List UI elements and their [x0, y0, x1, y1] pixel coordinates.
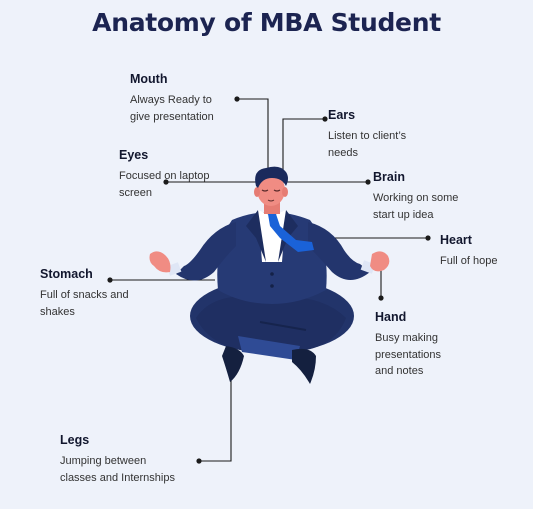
eyes-title: Eyes: [119, 148, 149, 162]
brain-desc-line2: start up idea: [373, 208, 434, 221]
legs-desc-line2: classes and Internships: [60, 471, 175, 484]
mouth-desc-line1: Always Ready to: [130, 94, 212, 106]
stomach-desc-line1: Full of snacks and: [40, 289, 129, 301]
eyes-desc-line2: screen: [119, 186, 153, 199]
ears-title: Ears: [328, 108, 356, 122]
brain-desc-line1: Working on some: [373, 192, 459, 204]
hand-desc-line3: and notes: [375, 365, 424, 377]
label-stomach: Stomach Full of snacks and shakes: [40, 267, 129, 320]
label-mouth: Mouth Always Ready to give presentation: [130, 72, 214, 125]
legs-title: Legs: [60, 433, 90, 447]
ears-desc-line2: needs: [328, 146, 358, 159]
shoes: [222, 346, 316, 384]
legs: [190, 279, 354, 360]
stomach-title: Stomach: [40, 267, 93, 281]
mouth-leader: [237, 98, 269, 196]
eyes-desc-line1: Focused on laptop: [119, 170, 210, 182]
hand-desc-line2: presentations: [375, 348, 442, 361]
leader-dots: [107, 96, 431, 464]
legs-desc-line1: Jumping between: [60, 455, 147, 467]
mouth-title: Mouth: [130, 72, 168, 86]
arms: [166, 222, 376, 281]
hand-title: Hand: [375, 310, 407, 324]
label-hand: Hand Busy making presentations and notes: [375, 310, 441, 380]
ears-leader: [282, 118, 325, 194]
heart-title: Heart: [440, 233, 472, 247]
label-legs: Legs Jumping between classes and Interns…: [60, 433, 175, 486]
mouth-desc-line2: give presentation: [130, 110, 214, 123]
legs-leader: [199, 356, 232, 462]
hand-desc-line1: Busy making: [375, 332, 438, 344]
tie: [268, 214, 314, 252]
brain-title: Brain: [373, 170, 405, 184]
label-heart: Heart Full of hope: [440, 233, 497, 270]
ears-desc-line1: Listen to client’s: [328, 130, 407, 142]
label-eyes: Eyes Focused on laptop screen: [119, 148, 210, 201]
page-title: Anatomy of MBA Student: [92, 8, 441, 37]
hands: [149, 251, 390, 273]
head: [254, 166, 288, 214]
heart-desc-line1: Full of hope: [440, 255, 498, 267]
stomach-desc-line2: shakes: [40, 305, 75, 318]
label-ears: Ears Listen to client’s needs: [328, 108, 406, 161]
label-brain: Brain Working on some start up idea: [373, 170, 458, 223]
